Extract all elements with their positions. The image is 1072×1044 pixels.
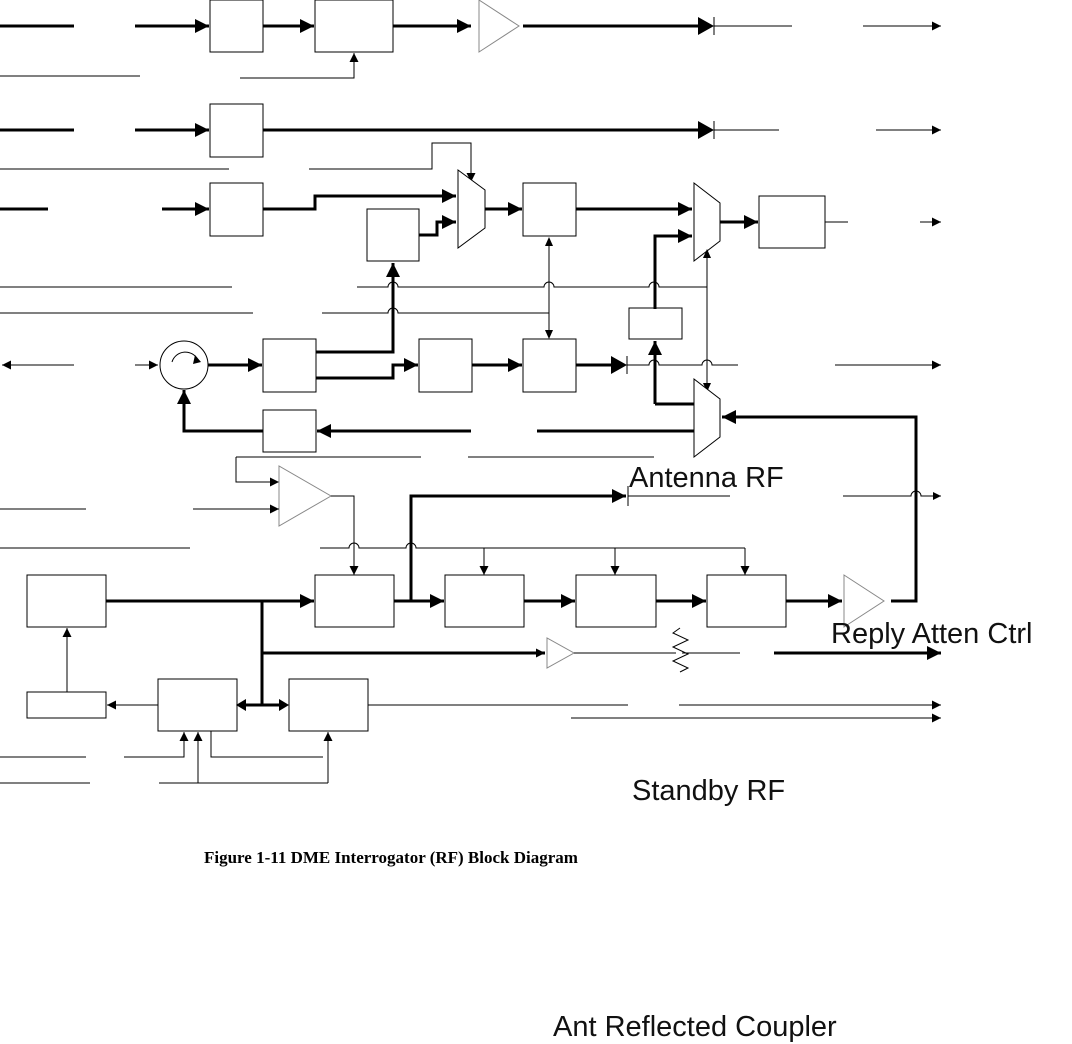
diode-r2 xyxy=(698,121,714,139)
block-r3-b xyxy=(522,182,577,237)
figure-caption: Figure 1-11 DME Interrogator (RF) Block … xyxy=(204,848,578,867)
block-r9-d xyxy=(575,574,657,628)
row-10-signal-chain xyxy=(260,601,941,705)
block-r1-a xyxy=(209,0,264,53)
block-r3-a xyxy=(209,182,264,237)
row-9-signal-chain xyxy=(26,574,885,628)
row-5-signal-chain xyxy=(2,229,941,404)
block-r5-d xyxy=(628,307,683,340)
block-r2 xyxy=(209,103,264,158)
label-ant-reflected-coupler: Ant Reflected Coupler xyxy=(553,1011,837,1043)
block-r5-c xyxy=(522,338,577,393)
label-antenna-rf: Antenna RF xyxy=(629,462,784,494)
block-r5-b xyxy=(418,338,473,393)
block-r11-c xyxy=(288,678,369,732)
row-11-signal-chain xyxy=(0,628,941,784)
resistor-attenuator xyxy=(671,627,690,673)
block-r5-a xyxy=(262,338,317,393)
switch-r3-a xyxy=(457,169,486,249)
row-3-signal-chain xyxy=(0,169,941,392)
block-r11-a xyxy=(26,691,107,719)
row-8-signal-chain xyxy=(0,465,941,601)
block-r1-b xyxy=(314,0,394,53)
block-r9-e xyxy=(706,574,787,628)
block-r3-c xyxy=(758,195,826,249)
row-7-signal-chain xyxy=(177,377,918,603)
control-buses xyxy=(0,281,707,330)
block-r9-c xyxy=(444,574,525,628)
amplifier-r10 xyxy=(546,637,576,669)
diode-r1 xyxy=(698,17,714,35)
switch-r3-b xyxy=(693,181,721,263)
block-r11-b xyxy=(157,678,238,732)
diode-r5 xyxy=(611,356,627,374)
amplifier-r9 xyxy=(843,574,885,628)
block-r7 xyxy=(262,409,317,453)
circulator xyxy=(159,340,209,390)
label-reply-atten-ctrl: Reply Atten Ctrl xyxy=(831,618,1032,650)
label-standby-rf: Standby RF xyxy=(632,775,785,807)
row-1-signal-chain xyxy=(0,0,941,79)
block-r3-osc xyxy=(366,208,420,262)
switch-r7 xyxy=(693,377,721,459)
amplifier-r1 xyxy=(478,0,520,53)
block-r9-b xyxy=(314,574,395,628)
amplifier-r8 xyxy=(278,465,333,527)
row-2-signal-chain xyxy=(0,103,941,182)
block-r9-a xyxy=(26,574,107,628)
